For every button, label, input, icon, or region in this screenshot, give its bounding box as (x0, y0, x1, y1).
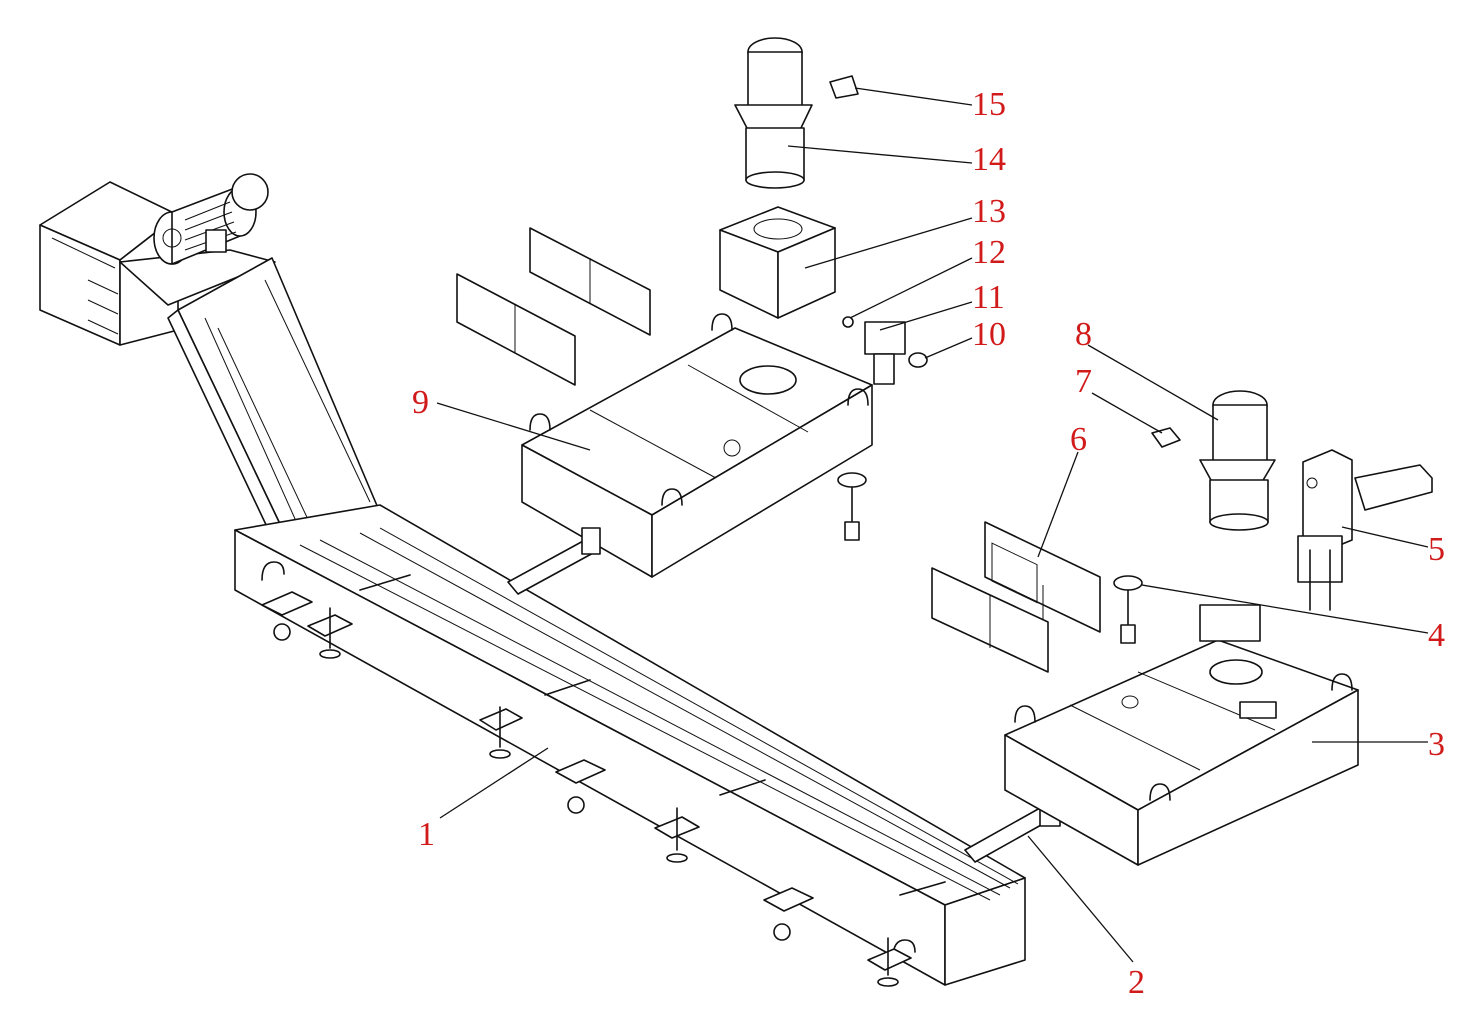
fitting-12 (842, 316, 854, 328)
callout-13: 13 (972, 193, 1006, 230)
callout-1: 1 (418, 816, 435, 853)
screen-panels-upper (456, 227, 651, 386)
chip-conveyor (39, 173, 1026, 987)
callout-8: 8 (1075, 316, 1092, 353)
caster (555, 759, 606, 814)
screen-panels-lower (931, 521, 1101, 673)
callout-2: 2 (1128, 964, 1145, 1001)
filter-11 (864, 321, 906, 385)
coolant-tank-lower (1004, 604, 1359, 866)
caster (261, 591, 313, 641)
callout-15: 15 (972, 86, 1006, 123)
fitting-10 (908, 352, 928, 368)
filter-pump-unit (1297, 449, 1433, 611)
callout-4: 4 (1428, 617, 1445, 654)
pump-motor-lower (1199, 390, 1276, 531)
callout-14: 14 (972, 141, 1006, 178)
callout-11: 11 (972, 279, 1005, 316)
callout-10: 10 (972, 316, 1006, 353)
drive-motor (153, 173, 269, 265)
caster (763, 887, 814, 941)
pump-motor-upper (734, 37, 813, 189)
leveling-foot (867, 937, 912, 987)
callout-5: 5 (1428, 531, 1445, 568)
leveling-foot (654, 807, 700, 863)
callout-3: 3 (1428, 726, 1445, 763)
pipe-fitting-7 (1151, 427, 1181, 448)
callout-labels: 1 2 3 4 5 6 7 8 9 10 11 12 13 14 15 (412, 86, 1445, 1001)
float-switch-upper (837, 472, 867, 541)
callout-6: 6 (1070, 421, 1087, 458)
coolant-tank-upper (507, 313, 873, 595)
float-switch-lower (1113, 575, 1143, 644)
mounting-bracket (719, 206, 836, 319)
callout-12: 12 (972, 234, 1006, 271)
callout-7: 7 (1075, 363, 1092, 400)
leveling-foot (479, 706, 523, 759)
leader-lines (436, 87, 1429, 963)
callout-9: 9 (412, 384, 429, 421)
fitting-15 (829, 75, 859, 99)
leveling-foot (307, 607, 353, 659)
